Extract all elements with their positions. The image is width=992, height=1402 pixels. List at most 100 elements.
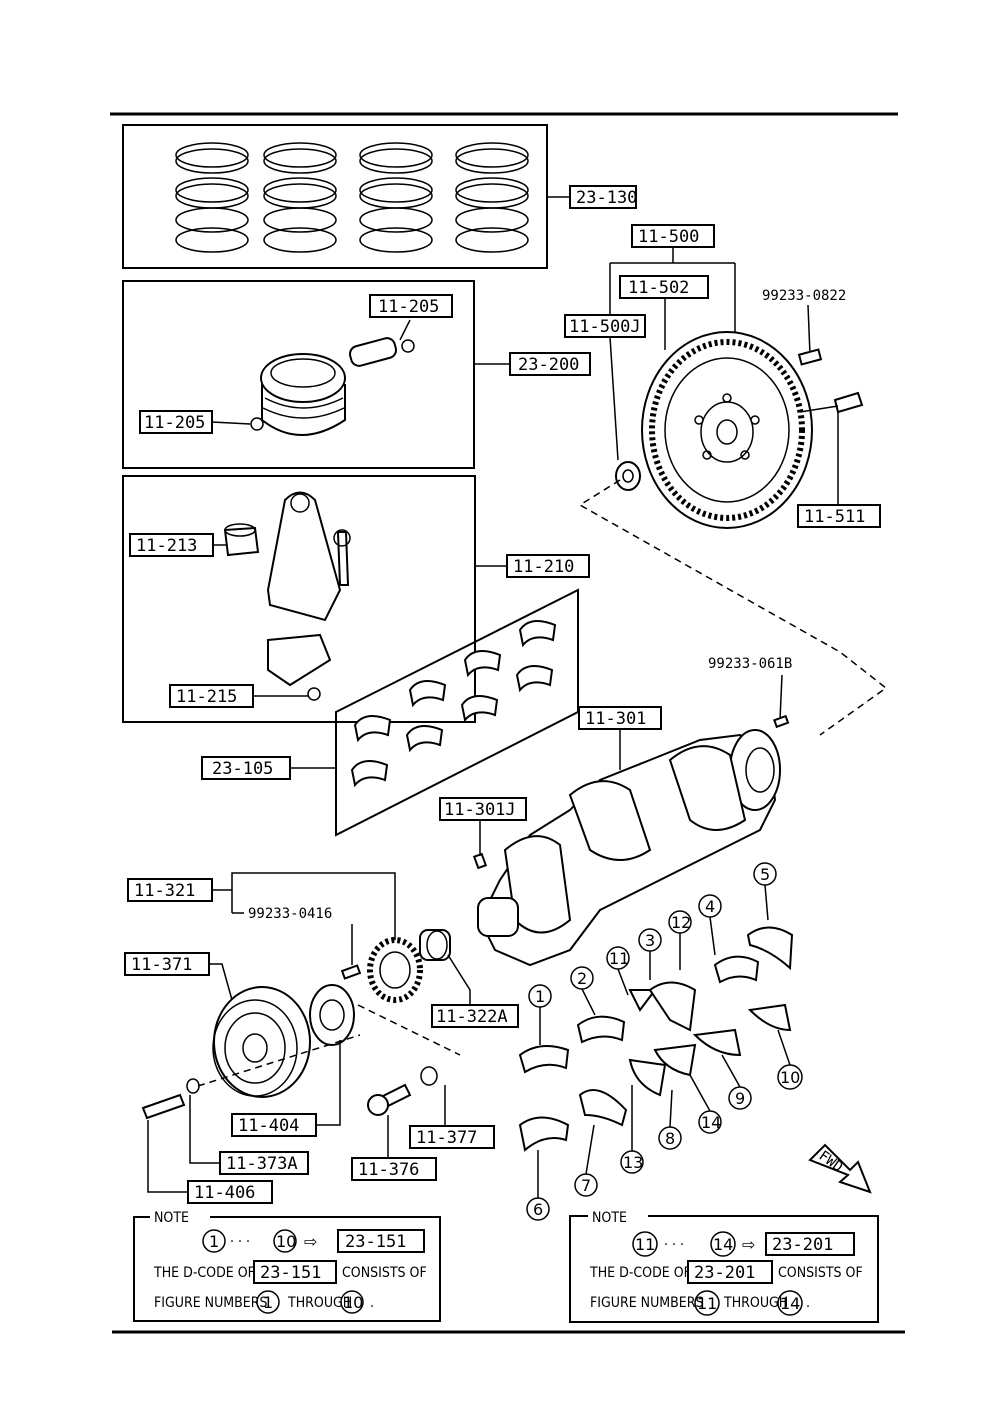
label-11-301J[interactable]: 11-301J — [439, 797, 527, 821]
svg-text:14: 14 — [713, 1235, 733, 1254]
svg-text:11-215: 11-215 — [176, 687, 237, 707]
label-11-213[interactable]: 11-213 — [129, 533, 214, 557]
label-11-215[interactable]: 11-215 — [169, 684, 254, 708]
crankshaft-illustration — [472, 714, 790, 967]
svg-text:11-322A: 11-322A — [436, 1007, 508, 1027]
svg-text:11: 11 — [609, 949, 629, 968]
svg-text:11-376: 11-376 — [358, 1160, 419, 1180]
svg-text:4: 4 — [705, 897, 715, 916]
svg-text:2: 2 — [577, 969, 587, 988]
svg-text:11-371: 11-371 — [131, 955, 192, 975]
svg-text:23-151: 23-151 — [345, 1232, 406, 1252]
svg-text:23-151: 23-151 — [260, 1263, 321, 1283]
svg-text:10: 10 — [343, 1293, 363, 1312]
svg-text:11-404: 11-404 — [238, 1116, 299, 1136]
label-11-502[interactable]: 11-502 — [619, 275, 709, 299]
label-11-404[interactable]: 11-404 — [231, 1113, 317, 1137]
note-right: NOTE 11 · · · 14 ⇨ 23-201 THE D-CODE OF … — [569, 1207, 879, 1323]
svg-text:FIGURE NUMBERS: FIGURE NUMBERS — [590, 1295, 704, 1311]
svg-text:9: 9 — [735, 1089, 745, 1108]
label-11-322A[interactable]: 11-322A — [431, 1004, 519, 1028]
label-11-205-top[interactable]: 11-205 — [369, 294, 453, 318]
callout-3: 3 — [638, 928, 662, 952]
svg-text:11-511: 11-511 — [804, 507, 865, 527]
svg-text:7: 7 — [581, 1176, 591, 1195]
svg-text:3: 3 — [645, 931, 655, 950]
label-99233-0416: 99233-0416 — [248, 906, 332, 922]
label-23-105[interactable]: 23-105 — [201, 756, 291, 780]
main-bearings-illustration — [518, 926, 794, 1152]
svg-text:11-406: 11-406 — [194, 1183, 255, 1203]
svg-text:⇨: ⇨ — [304, 1232, 317, 1251]
label-99233-0822: 99233-0822 — [762, 288, 846, 304]
connecting-rod-illustration — [223, 491, 351, 701]
piston-rings-illustration — [175, 142, 529, 253]
svg-text:· · ·: · · · — [230, 1234, 250, 1250]
svg-text:11-500J: 11-500J — [569, 317, 641, 337]
callout-9: 9 — [728, 1086, 752, 1110]
note-left: NOTE 1 · · · 10 ⇨ 23-151 THE D-CODE OF 2… — [133, 1208, 441, 1322]
label-11-500[interactable]: 11-500 — [631, 224, 715, 248]
svg-text:11-213: 11-213 — [136, 536, 197, 556]
label-11-500J[interactable]: 11-500J — [564, 314, 646, 338]
callout-5: 5 — [753, 862, 777, 886]
svg-text:11-373A: 11-373A — [226, 1154, 298, 1174]
svg-text:23-105: 23-105 — [212, 759, 273, 779]
callout-6: 6 — [526, 1197, 550, 1221]
svg-text:23-201: 23-201 — [772, 1235, 833, 1255]
callout-4: 4 — [698, 894, 722, 918]
svg-text:1: 1 — [535, 987, 545, 1006]
svg-text:10: 10 — [276, 1232, 296, 1251]
svg-text:5: 5 — [760, 865, 770, 884]
label-11-373A[interactable]: 11-373A — [219, 1151, 309, 1175]
svg-text:11-321: 11-321 — [134, 881, 195, 901]
svg-text:11-502: 11-502 — [628, 278, 689, 298]
callout-14: 14 — [698, 1110, 722, 1134]
conrod-bearings-illustration — [350, 620, 557, 788]
callout-8: 8 — [658, 1126, 682, 1150]
fwd-arrow-icon: FWD — [808, 1143, 872, 1194]
label-11-406[interactable]: 11-406 — [187, 1180, 273, 1204]
svg-text:23-200: 23-200 — [518, 355, 579, 375]
svg-text:NOTE: NOTE — [154, 1210, 189, 1226]
callout-2: 2 — [570, 966, 594, 990]
svg-text:11-205: 11-205 — [378, 297, 439, 317]
svg-text:12: 12 — [671, 913, 691, 932]
svg-text:THROUGH: THROUGH — [287, 1295, 352, 1311]
svg-text:11: 11 — [635, 1235, 655, 1254]
label-99233-061B: 99233-061B — [708, 656, 792, 672]
svg-text:10: 10 — [780, 1068, 800, 1087]
svg-text:⇨: ⇨ — [742, 1235, 755, 1254]
svg-text:13: 13 — [623, 1153, 643, 1172]
svg-text:14: 14 — [780, 1294, 800, 1313]
svg-text:8: 8 — [665, 1129, 675, 1148]
label-11-301[interactable]: 11-301 — [578, 706, 662, 730]
label-23-200[interactable]: 23-200 — [509, 352, 591, 376]
svg-text:FIGURE NUMBERS: FIGURE NUMBERS — [154, 1295, 268, 1311]
svg-text:.: . — [806, 1295, 810, 1311]
svg-text:.: . — [370, 1295, 374, 1311]
svg-text:· · ·: · · · — [664, 1237, 684, 1253]
label-11-511[interactable]: 11-511 — [797, 504, 881, 528]
label-11-210[interactable]: 11-210 — [506, 554, 590, 578]
svg-text:NOTE: NOTE — [592, 1210, 627, 1226]
callout-13: 13 — [620, 1150, 644, 1174]
piston-illustration — [250, 337, 415, 436]
crank-pulley-illustration — [141, 984, 438, 1120]
svg-text:11: 11 — [697, 1294, 717, 1313]
callout-10: 10 — [777, 1064, 803, 1090]
label-11-205-left[interactable]: 11-205 — [139, 410, 213, 434]
svg-text:CONSISTS OF: CONSISTS OF — [342, 1265, 427, 1281]
connecting-rod-box — [122, 475, 476, 723]
callout-1: 1 — [528, 984, 552, 1008]
svg-text:23-201: 23-201 — [694, 1263, 755, 1283]
svg-text:THROUGH: THROUGH — [723, 1295, 788, 1311]
svg-text:6: 6 — [533, 1200, 543, 1219]
svg-text:11-500: 11-500 — [638, 227, 699, 247]
label-11-321[interactable]: 11-321 — [127, 878, 213, 902]
label-11-377[interactable]: 11-377 — [409, 1125, 495, 1149]
label-23-130[interactable]: 23-130 — [569, 185, 637, 209]
label-11-376[interactable]: 11-376 — [351, 1157, 437, 1181]
label-11-371[interactable]: 11-371 — [124, 952, 210, 976]
callout-11: 11 — [606, 946, 630, 970]
